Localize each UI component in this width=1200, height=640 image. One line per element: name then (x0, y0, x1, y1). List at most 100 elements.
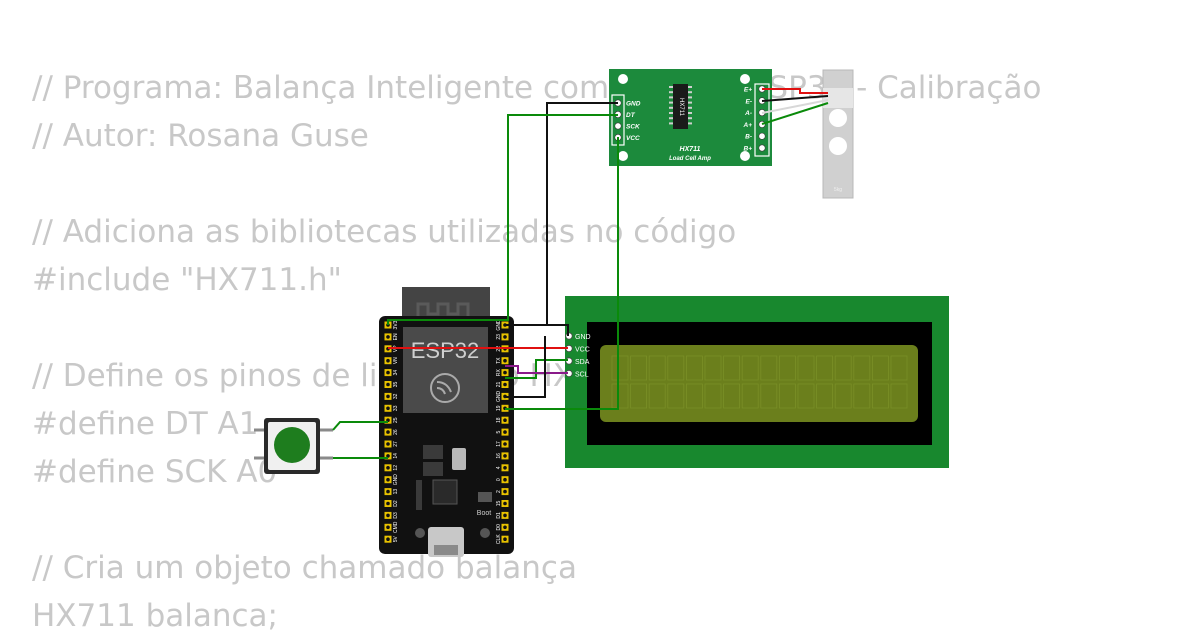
chip-leg (688, 96, 692, 99)
wire-hx711-dt[interactable] (387, 114, 618, 325)
lcd-char-cell (741, 355, 759, 381)
esp32-pin-label: 12 (393, 465, 399, 471)
wire-lcd-scl[interactable] (505, 365, 568, 374)
esp32-pin-label: 35 (393, 382, 399, 388)
esp32-pin-label: 21 (496, 382, 502, 388)
mount-hole (740, 151, 750, 161)
hx711-pin-sck[interactable] (614, 122, 622, 130)
esp32-pin-label: 13 (393, 489, 399, 495)
esp32-pin-label: 18 (496, 417, 502, 423)
wire-load-cell-black[interactable] (761, 95, 829, 102)
lcd-screen (600, 345, 918, 422)
lcd-char-cell (816, 355, 833, 381)
hx711-board-subtitle: Load Cell Amp (669, 156, 711, 162)
lcd-char-cell (797, 383, 815, 409)
lcd-char-cell (760, 383, 778, 409)
smd-part (423, 445, 443, 459)
esp32-pin-label: 5 (496, 430, 502, 433)
pin-hole (386, 406, 390, 411)
pin-hole (503, 537, 507, 541)
pin-hole (386, 358, 390, 363)
boot-button-icon[interactable] (480, 528, 490, 538)
pushbutton[interactable] (254, 418, 333, 474)
code-line: // Adiciona as bibliotecas utilizadas no… (32, 214, 737, 250)
code-line: // Autor: Rosana Guse (32, 118, 369, 154)
pin-hole (503, 430, 507, 434)
code-line: HX711 balanca; (32, 598, 278, 634)
esp32-pin-label: CLK (496, 534, 502, 544)
esp32-pin-label: GND (496, 319, 502, 331)
lcd-char-cell (816, 383, 833, 409)
lcd-char-cell (667, 355, 685, 381)
esp32-pin-label: EN (393, 333, 399, 340)
wire-load-cell-green[interactable] (761, 102, 829, 125)
chip-leg (688, 91, 692, 94)
esp32-pin-label: TX (496, 357, 502, 364)
pin-hole (386, 382, 390, 387)
lcd-char-cell (648, 383, 666, 409)
esp32-pin-label: RX (496, 368, 502, 376)
pin-hole (386, 537, 390, 541)
lcd-char-cell (834, 355, 852, 381)
wire-load-cell-white[interactable] (761, 99, 829, 114)
wire-button-a[interactable] (332, 421, 388, 431)
esp32-pin-label: 25 (393, 417, 399, 423)
chip-leg (669, 106, 673, 109)
hx711-pin-bminus[interactable] (758, 132, 766, 140)
lcd-char-cell (611, 383, 629, 409)
pin-hole (503, 501, 507, 506)
lcd-char-cell (667, 383, 685, 409)
esp32-pin-label: D3 (393, 512, 399, 519)
pin-hole (386, 501, 390, 506)
esp32-pin-label: D1 (496, 512, 502, 519)
espressif-logo-mark (436, 381, 452, 395)
espressif-logo-icon (430, 373, 460, 403)
hx711-pin-bplus[interactable] (758, 144, 766, 152)
hx711-pin-label: VCC (626, 135, 640, 142)
en-button-icon[interactable] (415, 528, 425, 538)
pin-hole (503, 513, 507, 518)
esp32-shield (403, 327, 488, 413)
wire-esp32-gnd-2[interactable] (505, 336, 546, 398)
hx711-chip-label: HX711 (678, 98, 684, 117)
pin-hole (503, 335, 507, 339)
wire-lcd-sda[interactable] (505, 359, 568, 379)
pin-hole (503, 525, 507, 530)
lcd-character-grid (611, 355, 908, 409)
pin-hole (503, 442, 507, 446)
code-line: #include "HX711.h" (32, 262, 342, 298)
button-cap[interactable] (274, 427, 310, 463)
chip-leg (688, 106, 692, 109)
lcd-char-cell (704, 383, 722, 409)
hx711-pin-label: A+ (743, 122, 753, 129)
lcd-char-cell (853, 383, 871, 409)
pin-hole (503, 477, 507, 482)
pin-hole (386, 370, 390, 375)
esp32-pin-label: 34 (393, 370, 399, 376)
hx711-pin-aplus[interactable] (758, 120, 766, 128)
lcd-char-cell (630, 355, 647, 381)
pin-hole (386, 335, 390, 339)
chip-legs (669, 86, 692, 125)
wire-load-cell-red[interactable] (762, 88, 828, 94)
esp32-pin-label: GND (496, 390, 502, 402)
esp32-devkit[interactable]: ESP32 Boot 3V3ENVPVN343532332526271412GN… (379, 287, 514, 557)
esp32-pin-label: 17 (496, 441, 502, 447)
pin-hole (386, 394, 390, 399)
pin-hole (503, 418, 507, 423)
esp32-pin-label: CMD (393, 521, 399, 533)
lcd-char-cell (630, 383, 647, 409)
load-cell[interactable]: 5kg (822, 69, 854, 199)
usb-uart-chip (432, 479, 458, 505)
esp32-pin-label: D0 (496, 524, 502, 531)
esp32-pin-label: 19 (496, 405, 502, 411)
esp32-pin-label: 32 (393, 393, 399, 399)
hx711-pin-label: A- (744, 110, 752, 117)
wire-hx711-vcc[interactable] (505, 137, 619, 410)
hx711-right-header (754, 83, 770, 157)
chip-leg (688, 101, 692, 104)
